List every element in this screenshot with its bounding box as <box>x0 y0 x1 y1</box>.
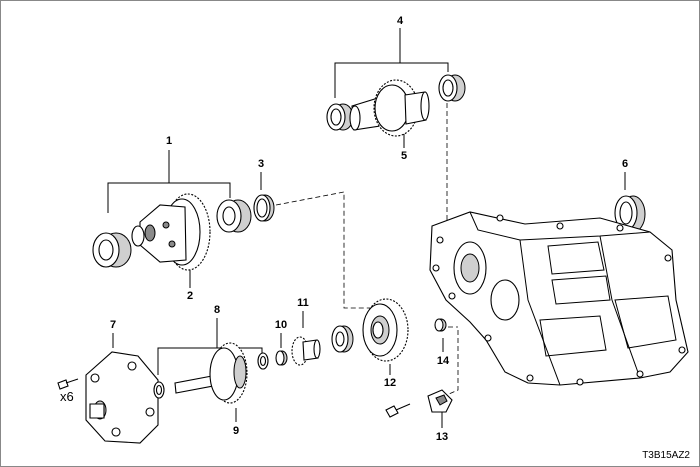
transaxle-case <box>429 211 689 386</box>
leader-lines <box>107 28 626 428</box>
thrust-washer-8b <box>257 352 269 370</box>
callout-9: 9 <box>233 425 239 437</box>
planetary-gear-set <box>362 298 409 362</box>
sensor-bolt <box>385 403 411 418</box>
thrust-bearing-10 <box>275 350 288 366</box>
differential-bearing-left <box>92 232 132 268</box>
callout-8: 8 <box>214 304 220 316</box>
differential-case-ring-gear <box>131 193 211 271</box>
callout-7: 7 <box>110 319 116 331</box>
callout-13: 13 <box>436 431 448 443</box>
differential-bearing-right <box>216 199 252 233</box>
drain-plug-14 <box>434 318 447 332</box>
counter-gear-bearing-right <box>438 74 466 102</box>
sensor-bracket <box>427 389 453 413</box>
oil-seal-6 <box>614 195 646 233</box>
counter-gear-bearing-left <box>326 103 354 131</box>
callout-1: 1 <box>166 135 172 147</box>
callout-10: 10 <box>275 319 287 331</box>
bearing-shim-3 <box>253 194 275 222</box>
sun-gear <box>291 336 321 366</box>
callout-11: 11 <box>297 297 309 309</box>
input-shaft-clutch-drum <box>174 342 248 404</box>
quantity-label: x6 <box>60 389 74 404</box>
oil-pump-cover <box>85 351 159 444</box>
callout-2: 2 <box>187 290 193 302</box>
thrust-washer-8a <box>153 381 165 399</box>
callout-5: 5 <box>401 150 407 162</box>
callout-12: 12 <box>384 377 396 389</box>
callout-3: 3 <box>258 158 264 170</box>
callout-6: 6 <box>622 158 628 170</box>
planetary-ring-bearing <box>331 325 354 353</box>
callout-4: 4 <box>397 15 404 27</box>
pump-cover-bolt <box>57 378 79 390</box>
figure-code: T3B15AZ2 <box>642 450 690 461</box>
counter-driven-gear <box>349 79 430 137</box>
callout-14: 14 <box>437 355 450 367</box>
